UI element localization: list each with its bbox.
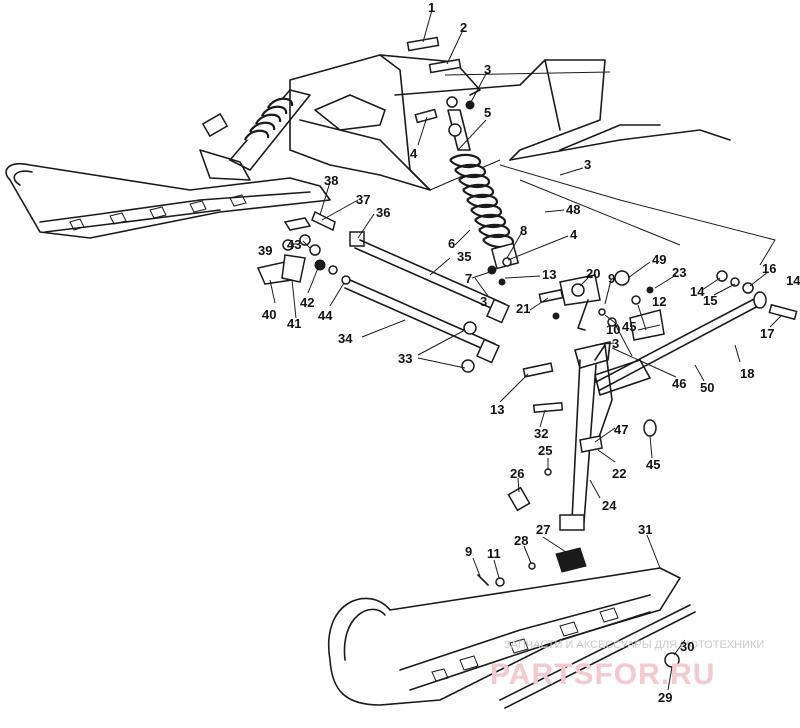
callout-5: 5 <box>484 105 491 120</box>
left-bracket-hardware <box>256 210 365 285</box>
callout-23: 23 <box>672 265 686 280</box>
callout-37: 37 <box>356 192 370 207</box>
callout-45: 45 <box>646 457 660 472</box>
callout-40: 40 <box>262 307 276 322</box>
callout-6: 6 <box>448 236 455 251</box>
callout-13: 13 <box>490 402 504 417</box>
callout-14: 14 <box>690 284 705 299</box>
radius-rods <box>344 239 554 378</box>
callout-11: 11 <box>487 546 501 561</box>
callout-48: 48 <box>566 202 580 217</box>
callout-41: 41 <box>287 316 301 331</box>
leader-lines <box>269 9 783 691</box>
callout-46: 46 <box>672 376 686 391</box>
callout-2: 2 <box>460 20 467 35</box>
callout-17: 17 <box>760 326 774 341</box>
callout-31: 31 <box>638 522 652 537</box>
callout-15: 15 <box>703 293 717 308</box>
watermark-logo-text: PARTSFOR.RU <box>490 658 715 691</box>
callout-27: 27 <box>536 522 550 537</box>
callout-22: 22 <box>612 466 626 481</box>
callout-7: 7 <box>465 271 472 286</box>
spindle-and-steering-parts <box>538 270 665 531</box>
background-shock-absorber <box>199 89 311 181</box>
callout-45: 45 <box>622 319 636 334</box>
callout-47: 47 <box>614 422 628 437</box>
callout-43: 43 <box>287 237 301 252</box>
callout-20: 20 <box>586 266 600 281</box>
callout-labels: 1 2 3 4 5 3 38 37 36 48 39 43 6 8 4 35 7… <box>258 0 800 705</box>
callout-44: 44 <box>318 308 333 323</box>
rear-ski-assembly <box>5 162 331 239</box>
callout-36: 36 <box>376 205 390 220</box>
callout-14: 14 <box>786 273 800 288</box>
callout-13: 13 <box>542 267 556 282</box>
callout-34: 34 <box>338 331 353 346</box>
callout-9: 9 <box>608 271 615 286</box>
callout-26: 26 <box>510 466 524 481</box>
callout-28: 28 <box>514 533 528 548</box>
callout-33: 33 <box>398 351 412 366</box>
callout-18: 18 <box>740 366 754 381</box>
callout-25: 25 <box>538 443 552 458</box>
callout-9: 9 <box>465 544 472 559</box>
callout-1: 1 <box>428 0 435 15</box>
callout-16: 16 <box>762 261 776 276</box>
tie-rod-and-hardware <box>594 270 798 396</box>
callout-42: 42 <box>300 295 314 310</box>
callout-32: 32 <box>534 426 548 441</box>
callout-50: 50 <box>700 380 714 395</box>
watermark: ЗАПЧАСТИ И АКСЕССУАРЫ ДЛЯ МОТОТЕХНИКИ PA… <box>490 639 764 691</box>
watermark-tagline: ЗАПЧАСТИ И АКСЕССУАРЫ ДЛЯ МОТОТЕХНИКИ <box>504 639 764 651</box>
callout-49: 49 <box>652 252 666 267</box>
callout-29: 29 <box>658 690 672 705</box>
chassis-frame <box>289 54 776 266</box>
callout-38: 38 <box>324 173 338 188</box>
callout-4: 4 <box>410 146 418 161</box>
callout-21: 21 <box>516 301 530 316</box>
callout-10: 10 <box>606 322 620 337</box>
callout-3: 3 <box>484 62 491 77</box>
callout-24: 24 <box>602 498 617 513</box>
callout-3: 3 <box>584 157 591 172</box>
front-shock-absorber <box>447 109 520 286</box>
callout-3: 3 <box>612 336 619 351</box>
callout-8: 8 <box>520 223 527 238</box>
upper-mount-bolts <box>314 36 475 131</box>
callout-30: 30 <box>680 639 694 654</box>
lower-small-parts <box>477 401 657 587</box>
callout-12: 12 <box>652 294 666 309</box>
callout-3: 3 <box>480 294 487 309</box>
callout-4: 4 <box>570 227 578 242</box>
callout-39: 39 <box>258 243 272 258</box>
callout-35: 35 <box>457 249 471 264</box>
